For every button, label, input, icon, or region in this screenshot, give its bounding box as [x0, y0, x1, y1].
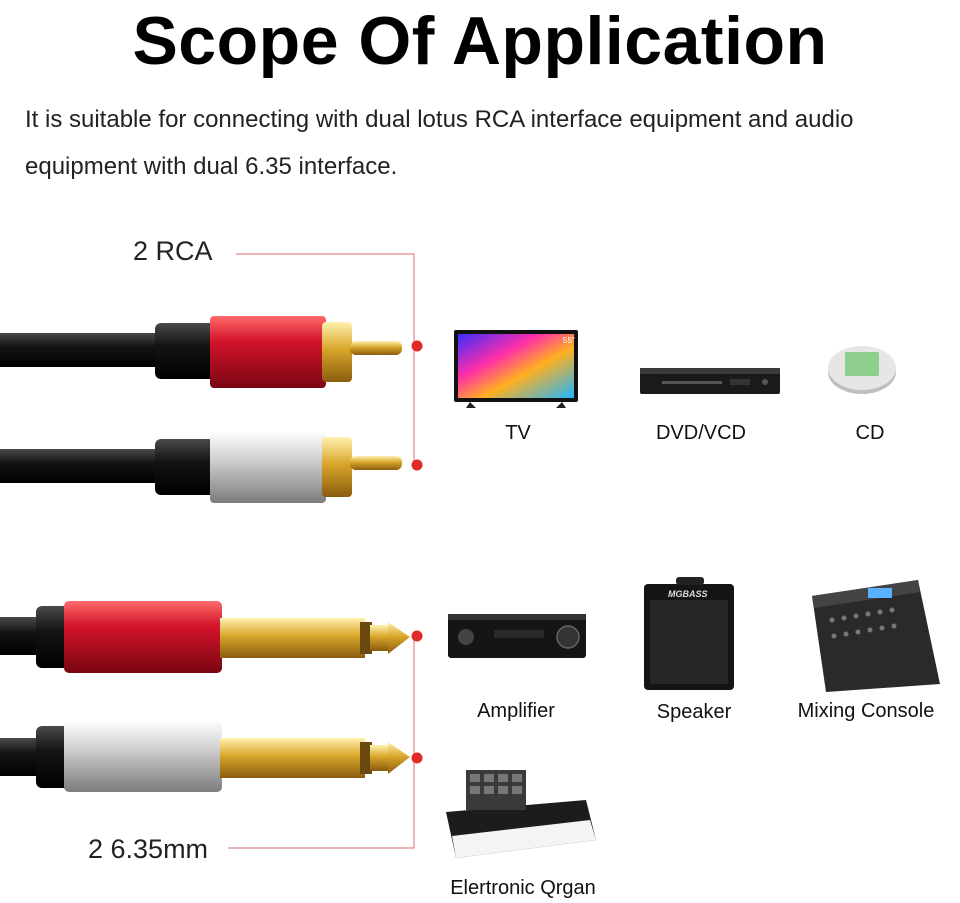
rca-plug-silver — [0, 431, 402, 503]
device-label-tv: TV — [505, 422, 531, 444]
keyboard-icon — [446, 770, 596, 858]
dvd-player-icon — [640, 368, 780, 394]
amplifier-icon — [448, 614, 586, 658]
page-title: Scope Of Application — [132, 3, 828, 79]
device-label-speaker: Speaker — [656, 701, 732, 723]
rca-callout-label: 2 RCA — [133, 236, 213, 266]
jack-plug-red — [0, 601, 410, 673]
callout-dots — [411, 340, 423, 764]
device-label-amplifier: Amplifier — [477, 700, 555, 722]
speaker-icon — [644, 577, 734, 690]
mixing-console-icon — [812, 580, 940, 692]
cd-player-icon — [828, 346, 896, 394]
tv-size-badge: 55" — [563, 336, 575, 345]
jack-plug-silver — [0, 720, 410, 792]
device-label-dvd: DVD/VCD — [655, 422, 746, 444]
rca-plug-red — [0, 316, 402, 388]
tv-icon — [454, 330, 578, 408]
callout-lines — [228, 253, 415, 849]
device-label-organ: Elertronic Qrgan — [450, 877, 596, 899]
description-text: It is suitable for connecting with dual … — [25, 106, 854, 180]
jack-callout-label: 2 6.35mm — [88, 834, 209, 864]
device-label-cd: CD — [855, 422, 885, 444]
device-label-mixing-console: Mixing Console — [797, 700, 935, 722]
speaker-brand-text: MGBASS — [668, 589, 708, 599]
